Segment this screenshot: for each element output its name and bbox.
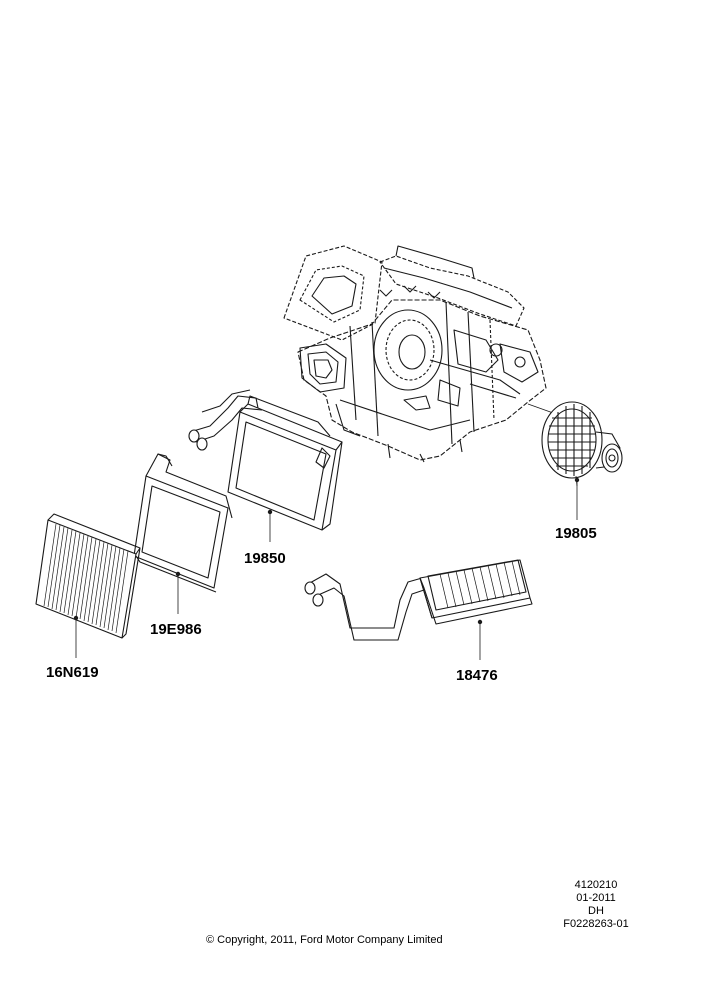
illustrator-initials: DH (588, 905, 604, 917)
blower-motor-illustration (541, 401, 623, 520)
heater-core-illustration (304, 559, 533, 660)
part-label-heater-core: 18476 (456, 667, 498, 684)
filter-housing-illustration (133, 453, 233, 614)
part-label-evaporator-core: 19850 (244, 550, 286, 567)
cabin-air-filter-illustration (35, 513, 141, 658)
reference-block: 4120210 01-2011 DH F0228263-01 (548, 879, 644, 931)
illustration-date: 01-2011 (576, 892, 616, 904)
copyright-notice: © Copyright, 2011, Ford Motor Company Li… (206, 934, 443, 946)
hvac-housing-illustration (283, 245, 557, 463)
illustration-id: 4120210 (574, 879, 618, 891)
part-label-filter-housing: 19E986 (150, 621, 202, 638)
part-label-blower-motor: 19805 (555, 525, 597, 542)
evaporator-core-illustration (188, 389, 343, 542)
figure-code: F0228263-01 (563, 918, 629, 930)
part-label-cabin-air-filter: 16N619 (46, 664, 99, 681)
